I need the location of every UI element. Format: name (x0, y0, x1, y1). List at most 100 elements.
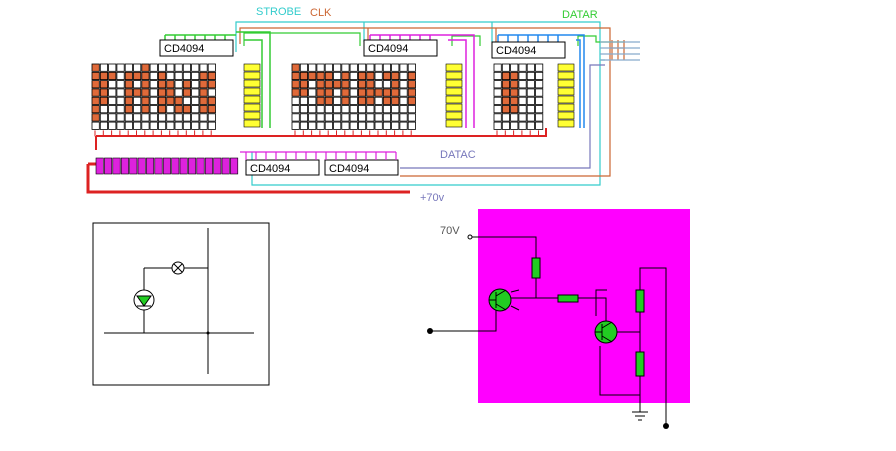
led-cell (207, 71, 216, 81)
led-cell (207, 80, 216, 89)
led-cell (366, 88, 375, 97)
datac-label: DATAC (440, 149, 476, 161)
led-cell (149, 80, 158, 89)
led-cell (333, 96, 342, 105)
led-cell (174, 71, 183, 81)
led-cell (99, 105, 109, 114)
led-cell (349, 96, 358, 105)
led-cell (182, 113, 192, 122)
led-cell (341, 113, 350, 122)
led-cell (199, 113, 208, 122)
led-cell (149, 63, 158, 72)
led-cell (149, 113, 158, 122)
led-cell (157, 105, 167, 114)
led-cell (308, 88, 317, 97)
led-cell (341, 71, 350, 81)
led-cell (535, 88, 544, 97)
led-cell (493, 96, 502, 105)
led-cell (357, 80, 367, 89)
led-cell (366, 63, 375, 72)
chip-bottom-2-label: CD4094 (329, 163, 369, 175)
led-cell (493, 88, 502, 97)
led-cell (407, 63, 416, 72)
led-cell (141, 88, 150, 97)
clk-wire (239, 27, 625, 177)
led-cell (510, 71, 519, 81)
datac-wire (400, 64, 605, 169)
led-cell (535, 121, 544, 130)
led-cell (157, 71, 167, 81)
led-cell (157, 63, 167, 72)
led-cell (116, 71, 125, 81)
led-cell (133, 121, 142, 130)
led-cell (182, 96, 192, 105)
led-cell (349, 121, 358, 130)
led-cell (324, 88, 333, 97)
led-cell (174, 80, 183, 89)
led-cell (174, 96, 183, 105)
led-cell (291, 113, 300, 122)
led-cell (141, 121, 150, 130)
chip-top-3: CD4094 (491, 41, 566, 59)
row-driver-segment (243, 95, 261, 104)
led-cell (341, 88, 350, 97)
led-icon (133, 289, 155, 311)
led-cell (99, 113, 109, 122)
row-driver-segment (445, 79, 463, 88)
led-cell (291, 80, 300, 89)
led-cell (391, 80, 400, 89)
led-cell (510, 105, 519, 114)
led-cell (191, 113, 200, 122)
led-cell (308, 113, 317, 122)
resistor-r4 (635, 351, 645, 377)
led-cell (526, 113, 535, 122)
led-cell (501, 96, 510, 105)
column-driver-segment (204, 157, 213, 175)
led-cell (133, 113, 142, 122)
row-driver-segment (445, 71, 463, 80)
led-cell (166, 80, 175, 89)
led-cell (308, 80, 317, 89)
led-cell (382, 96, 391, 105)
led-cell (399, 63, 408, 72)
led-cell (174, 105, 183, 114)
led-cell (341, 121, 350, 130)
led-cell (166, 88, 175, 97)
led-cell (526, 105, 535, 114)
led-cell (535, 96, 544, 105)
led-cell (116, 80, 125, 89)
led-cell (535, 105, 544, 114)
led-cell (141, 63, 150, 72)
row-driver-segment (243, 111, 261, 120)
led-cell (91, 88, 100, 97)
column-driver-segment (188, 157, 197, 175)
led-cell (182, 105, 192, 114)
clk-label: CLK (310, 7, 332, 19)
column-driver-segment (154, 157, 163, 175)
led-cell (124, 71, 133, 81)
led-cell (366, 105, 375, 114)
row-driver-segment (445, 111, 463, 120)
strobe-wire (235, 21, 605, 186)
led-cell (299, 96, 308, 105)
led-cell (407, 71, 416, 81)
led-cell (526, 96, 535, 105)
led-cell (291, 96, 300, 105)
led-cell (391, 121, 400, 130)
led-cell (91, 96, 100, 105)
row-driver-segment (243, 79, 261, 88)
column-driver-segment (221, 157, 230, 175)
led-cell (518, 80, 527, 89)
led-cell (374, 105, 383, 114)
led-cell (510, 96, 519, 105)
chip-bottom-2: CD4094 (324, 159, 399, 176)
led-cell (518, 63, 527, 72)
led-cell (207, 121, 216, 130)
led-cell (493, 113, 502, 122)
led-cell (108, 80, 117, 89)
led-cell (124, 96, 133, 105)
led-cell (374, 88, 383, 97)
led-cell (91, 71, 100, 81)
led-cell (391, 63, 400, 72)
led-cell (308, 105, 317, 114)
